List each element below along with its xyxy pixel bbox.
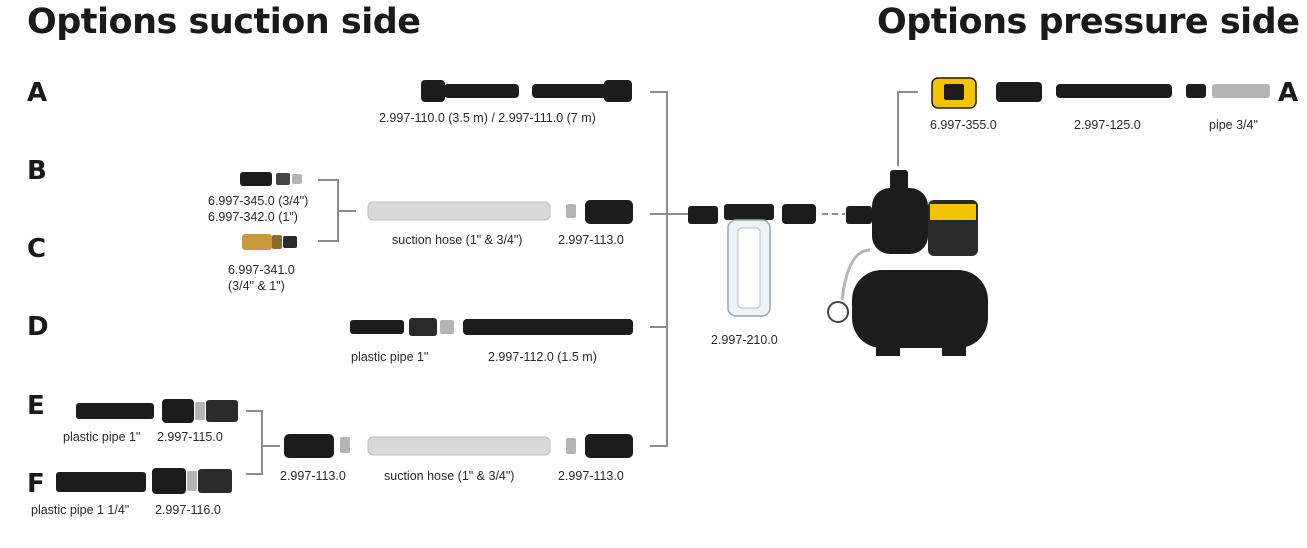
suction-side-title: Options suction side	[27, 2, 421, 42]
plastic-pipe-d	[350, 320, 404, 334]
hose-a2	[532, 84, 624, 98]
adapter-e-ring	[195, 402, 205, 420]
hose-a2-fitting	[604, 80, 632, 102]
pump-housing	[872, 188, 928, 254]
plastic-pipe-e	[76, 403, 154, 419]
pressure-gauge	[827, 301, 849, 323]
row-c-valve	[242, 234, 297, 250]
label-bc-suction-hose: suction hose (1" & 3/4")	[392, 233, 523, 247]
pipe-adapter	[1186, 84, 1206, 98]
row-a-pressure-letter: A	[1278, 78, 1299, 108]
adapter-e-nut	[206, 400, 238, 422]
adapter-ring-d	[440, 320, 454, 334]
bc-bracket-line	[318, 179, 339, 242]
prefilter-inlet	[688, 206, 718, 224]
label-prefilter: 2.997-210.0	[711, 333, 778, 347]
hose-a1	[444, 84, 519, 98]
pressure-adapter	[996, 82, 1042, 102]
pump-unit	[827, 170, 988, 356]
connector-body	[585, 200, 633, 224]
row-d-parts	[350, 318, 633, 336]
label-b-filter-2: 6.997-342.0 (1")	[208, 210, 298, 224]
pipe-steel	[1212, 84, 1270, 98]
suction-collector-line	[650, 91, 668, 447]
pump-accent-stripe	[930, 204, 976, 220]
suction-filter-nut	[276, 173, 290, 185]
pump-to-pressure-line	[897, 91, 918, 166]
row-b-suction-filter	[240, 172, 302, 186]
row-e-parts	[76, 399, 238, 423]
brass-valve-nut	[272, 235, 282, 249]
label-a-hoses: 2.997-110.0 (3.5 m) / 2.997-111.0 (7 m)	[379, 111, 596, 125]
pressure-switch-display	[944, 84, 964, 100]
label-ef-connector-left: 2.997-113.0	[280, 469, 346, 483]
pressure-hose	[1056, 84, 1172, 98]
pressure-side-title: Options pressure side	[877, 2, 1300, 42]
row-f-parts	[56, 468, 232, 494]
label-pressure-hose: 2.997-125.0	[1074, 118, 1141, 132]
row-f-letter: F	[27, 469, 45, 499]
pump-foot-right	[942, 340, 966, 356]
prefilter-cartridge	[737, 227, 761, 309]
suction-filter-ring	[292, 174, 302, 184]
adapter-f-ring	[187, 471, 197, 491]
adapter-f	[152, 468, 186, 494]
label-pressure-pipe: pipe 3/4"	[1209, 118, 1258, 132]
row-e-letter: E	[27, 391, 45, 421]
hose-a1-fitting	[421, 80, 445, 102]
label-c-valve-1: 6.997-341.0	[228, 263, 295, 277]
ring-ef-right	[566, 438, 576, 454]
pump-outlet-stub	[890, 170, 908, 192]
pressure-side-parts	[931, 77, 1270, 109]
row-bc-suction-hose	[367, 200, 633, 224]
suction-filter-body	[240, 172, 272, 186]
label-e-adapter: 2.997-115.0	[157, 430, 223, 444]
prefilter-outlet	[782, 204, 816, 224]
label-e-pipe: plastic pipe 1"	[63, 430, 141, 444]
label-c-valve-2: (3/4" & 1")	[228, 279, 285, 293]
hose-ring	[566, 204, 576, 218]
plastic-pipe-f	[56, 472, 146, 492]
label-f-adapter: 2.997-116.0	[155, 503, 221, 517]
connector-lines	[246, 91, 918, 475]
row-a-letter: A	[27, 78, 48, 108]
label-pressure-switch: 6.997-355.0	[930, 118, 997, 132]
spiral-suction-hose	[367, 201, 551, 221]
row-a-hoses	[421, 80, 632, 102]
label-d-hose: 2.997-112.0 (1.5 m)	[488, 350, 597, 364]
short-hose-d	[463, 319, 633, 335]
pump-foot-left	[876, 340, 900, 356]
label-b-filter-1: 6.997-345.0 (3/4")	[208, 194, 309, 208]
label-ef-suction-hose: suction hose (1" & 3/4")	[384, 469, 515, 483]
pressure-tank	[852, 270, 988, 348]
prefilter-head	[724, 204, 774, 220]
ef-bracket-line	[246, 410, 263, 475]
spiral-suction-hose-ef	[367, 436, 551, 456]
row-b-letter: B	[27, 156, 47, 186]
label-bc-connector: 2.997-113.0	[558, 233, 624, 247]
pipe-adapter-d	[409, 318, 437, 336]
label-ef-connector-right: 2.997-113.0	[558, 469, 624, 483]
pump-inlet-fitting	[846, 206, 872, 224]
brass-valve-body	[242, 234, 272, 250]
label-d-pipe: plastic pipe 1"	[351, 350, 429, 364]
connector-ef-right	[585, 434, 633, 458]
prefilter	[688, 204, 816, 317]
connector-ef-left	[284, 434, 334, 458]
ring-ef-left	[340, 437, 350, 453]
row-c-letter: C	[27, 234, 47, 264]
adapter-e	[162, 399, 194, 423]
row-d-letter: D	[27, 312, 49, 342]
brass-valve-end	[283, 236, 297, 248]
label-f-pipe: plastic pipe 1 1/4"	[31, 503, 130, 517]
row-ef-suction-hose	[284, 434, 633, 458]
adapter-f-nut	[198, 469, 232, 493]
gauge-pipe	[840, 248, 871, 301]
